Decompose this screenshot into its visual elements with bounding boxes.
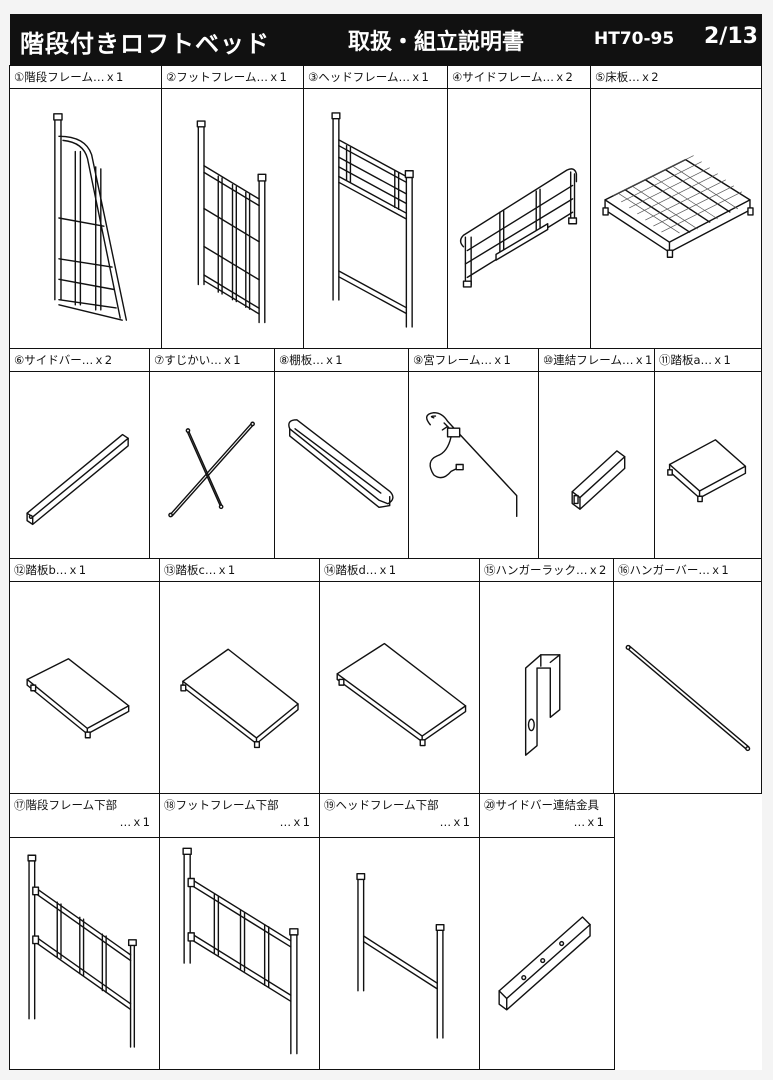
part-name: ⑮ハンガーラック…ｘ2 <box>484 563 607 577</box>
manual-subtitle: 取扱・組立説明書 <box>348 30 525 55</box>
part-name: ⑬踏板c…ｘ1 <box>164 563 236 577</box>
part-cell: ⑪踏板a…ｘ1 <box>654 348 762 559</box>
hanger-rack-icon <box>484 586 609 788</box>
foot-frame-icon <box>166 93 299 343</box>
step-board-b-icon <box>14 586 155 788</box>
part-label: ⑩連結フレーム…ｘ1 <box>539 349 655 372</box>
part-cell: ①階段フレーム…ｘ1 <box>9 65 163 349</box>
part-name: ⑳サイドバー連結金具 <box>484 798 599 812</box>
part-cell: ②フットフレーム…ｘ1 <box>161 65 305 349</box>
side-bar-icon <box>14 376 145 553</box>
head-frame-lower-icon <box>324 842 475 1064</box>
part-label: ⑯ハンガーバー…ｘ1 <box>614 559 761 582</box>
part-label: ⑲ヘッドフレーム下部…ｘ1 <box>320 794 480 838</box>
part-name: ③ヘッドフレーム…ｘ1 <box>308 70 429 84</box>
part-label: ⑦すじかい…ｘ1 <box>150 349 275 372</box>
part-name: ⑪踏板a…ｘ1 <box>659 353 731 367</box>
part-cell: ⑫踏板b…ｘ1 <box>9 558 161 794</box>
part-cell: ⑱フットフレーム下部…ｘ1 <box>159 793 321 1070</box>
part-label: ①階段フレーム…ｘ1 <box>10 66 162 89</box>
part-name: ⑫踏板b…ｘ1 <box>14 563 87 577</box>
stair-frame-lower-icon <box>14 842 155 1064</box>
manual-page: 階段付きロフトベッド 取扱・組立説明書 HT70-95 2/13 ①階段フレーム… <box>9 14 762 1070</box>
part-quantity: …ｘ1 <box>279 815 310 829</box>
part-label: ⑳サイドバー連結金具 …ｘ1 <box>480 794 614 838</box>
part-cell: ⑨宮フレーム…ｘ1 <box>408 348 540 559</box>
part-cell: ④サイドフレーム…ｘ2 <box>447 65 592 349</box>
foot-frame-lower-icon <box>164 842 315 1064</box>
part-name: ⑯ハンガーバー…ｘ1 <box>618 563 729 577</box>
part-cell: ⑯ハンガーバー…ｘ1 <box>613 558 762 794</box>
part-label: ②フットフレーム…ｘ1 <box>162 66 304 89</box>
step-board-a-icon <box>659 376 756 553</box>
part-cell: ⑦すじかい…ｘ1 <box>149 348 276 559</box>
model-number: HT70-95 <box>594 29 675 49</box>
part-cell: ⑧棚板…ｘ1 <box>274 348 410 559</box>
shelf-board-icon <box>279 376 404 553</box>
part-name: ⑦すじかい…ｘ1 <box>154 353 241 367</box>
part-cell: ⑤床板…ｘ2 <box>590 65 762 349</box>
part-label: ⑥サイドバー…ｘ2 <box>10 349 150 372</box>
page-number: 2/13 <box>704 24 758 49</box>
part-name: ⑱フットフレーム下部 <box>164 798 279 812</box>
step-board-c-icon <box>164 586 315 788</box>
part-name: ⑤床板…ｘ2 <box>595 70 659 84</box>
part-quantity: …ｘ1 <box>439 815 470 829</box>
hanger-bar-icon <box>618 586 756 788</box>
part-label: ⑰階段フレーム下部…ｘ1 <box>10 794 160 838</box>
floor-board-icon <box>595 93 756 343</box>
part-label: ④サイドフレーム…ｘ2 <box>448 66 591 89</box>
header-bar: 階段付きロフトベッド 取扱・組立説明書 HT70-95 2/13 <box>10 14 762 66</box>
part-label: ③ヘッドフレーム…ｘ1 <box>304 66 448 89</box>
part-label: ⑪踏板a…ｘ1 <box>655 349 761 372</box>
part-quantity: …ｘ1 <box>119 815 150 829</box>
part-cell: ⑰階段フレーム下部…ｘ1 <box>9 793 161 1070</box>
part-name: ⑩連結フレーム…ｘ1 <box>543 353 653 367</box>
stair-frame-icon <box>14 93 157 343</box>
step-board-d-icon <box>324 586 475 788</box>
part-cell: ⑩連結フレーム…ｘ1 <box>538 348 656 559</box>
parts-grid: ①階段フレーム…ｘ1 ②フットフレーム…ｘ1 ③ヘッドフレーム…ｘ1 ④サイドフ… <box>9 65 762 1070</box>
part-cell: ⑳サイドバー連結金具 …ｘ1 <box>479 793 615 1070</box>
side-bar-bracket-icon <box>484 842 609 1064</box>
side-frame-icon <box>452 93 586 343</box>
cross-brace-icon <box>154 376 270 553</box>
part-label: ⑮ハンガーラック…ｘ2 <box>480 559 614 582</box>
connecting-frame-icon <box>543 376 650 553</box>
part-cell: ⑭踏板d…ｘ1 <box>319 558 481 794</box>
part-name: ①階段フレーム…ｘ1 <box>14 70 124 84</box>
part-name: ②フットフレーム…ｘ1 <box>166 70 287 84</box>
part-cell: ⑮ハンガーラック…ｘ2 <box>479 558 615 794</box>
part-name: ⑨宮フレーム…ｘ1 <box>413 353 511 367</box>
part-name: ⑭踏板d…ｘ1 <box>324 563 397 577</box>
part-name: ⑧棚板…ｘ1 <box>279 353 343 367</box>
part-label: ⑨宮フレーム…ｘ1 <box>409 349 539 372</box>
part-label: ⑱フットフレーム下部…ｘ1 <box>160 794 320 838</box>
part-name: ⑥サイドバー…ｘ2 <box>14 353 113 367</box>
head-frame-icon <box>308 93 443 343</box>
part-name: ④サイドフレーム…ｘ2 <box>452 70 573 84</box>
part-label: ⑤床板…ｘ2 <box>591 66 761 89</box>
part-cell: ⑲ヘッドフレーム下部…ｘ1 <box>319 793 481 1070</box>
shelf-frame-icon <box>413 376 534 553</box>
part-quantity: …ｘ1 <box>573 815 604 829</box>
part-name: ⑲ヘッドフレーム下部 <box>324 798 439 812</box>
manual-title: 階段付きロフトベッド <box>20 30 270 58</box>
part-name: ⑰階段フレーム下部 <box>14 798 118 812</box>
part-cell: ⑬踏板c…ｘ1 <box>159 558 321 794</box>
part-label: ⑧棚板…ｘ1 <box>275 349 409 372</box>
part-label: ⑭踏板d…ｘ1 <box>320 559 480 582</box>
part-label: ⑫踏板b…ｘ1 <box>10 559 160 582</box>
part-label: ⑬踏板c…ｘ1 <box>160 559 320 582</box>
part-cell: ③ヘッドフレーム…ｘ1 <box>303 65 449 349</box>
part-cell: ⑥サイドバー…ｘ2 <box>9 348 151 559</box>
